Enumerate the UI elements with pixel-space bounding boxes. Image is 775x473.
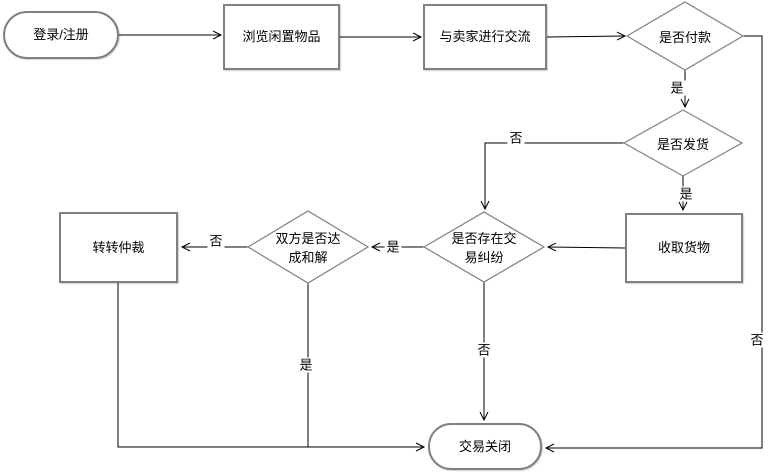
connector-receive-dispute bbox=[546, 242, 626, 252]
decision-pay-shape bbox=[625, 1, 745, 71]
decision-settle-shape bbox=[246, 210, 370, 284]
connector-arbitration-close bbox=[117, 283, 426, 452]
connector-ship-no-dispute bbox=[480, 142, 624, 211]
edge-label-ship-no: 否 bbox=[507, 130, 525, 146]
node-start: 登录/注册 bbox=[3, 11, 119, 59]
edge-label-dispute-no: 否 bbox=[475, 342, 493, 358]
node-arbitration-label: 转转仲裁 bbox=[92, 239, 145, 255]
node-receive: 收取货物 bbox=[625, 213, 743, 283]
node-pay-label: 是否付款 bbox=[658, 30, 711, 45]
node-browse: 浏览闲置物品 bbox=[223, 4, 340, 70]
edge-label-pay-no: 否 bbox=[748, 332, 766, 348]
node-communicate: 与卖家进行交流 bbox=[423, 4, 547, 70]
node-browse-label: 浏览闲置物品 bbox=[242, 29, 321, 44]
decision-ship-shape bbox=[622, 109, 744, 177]
node-settle-label: 双方是否达成和解 bbox=[275, 231, 341, 265]
node-close: 交易关闭 bbox=[428, 423, 542, 470]
connector-communicate-pay bbox=[546, 31, 627, 41]
edge-label-pay-yes: 是 bbox=[668, 80, 686, 96]
edge-label-ship-yes: 是 bbox=[677, 186, 695, 202]
node-receive-label: 收取货物 bbox=[657, 240, 710, 255]
node-close-label: 交易关闭 bbox=[458, 438, 511, 454]
decision-dispute-shape bbox=[422, 211, 546, 283]
node-communicate-label: 与卖家进行交流 bbox=[439, 29, 531, 44]
node-arbitration: 转转仲裁 bbox=[59, 212, 178, 283]
node-ship-label: 是否发货 bbox=[656, 137, 709, 152]
edge-label-dispute-yes: 是 bbox=[384, 239, 402, 255]
node-dispute-label: 是否存在交易纠纷 bbox=[451, 231, 517, 265]
edge-label-settle-yes: 是 bbox=[297, 357, 315, 373]
node-start-label: 登录/注册 bbox=[33, 27, 89, 42]
edge-label-settle-no: 否 bbox=[207, 233, 225, 249]
